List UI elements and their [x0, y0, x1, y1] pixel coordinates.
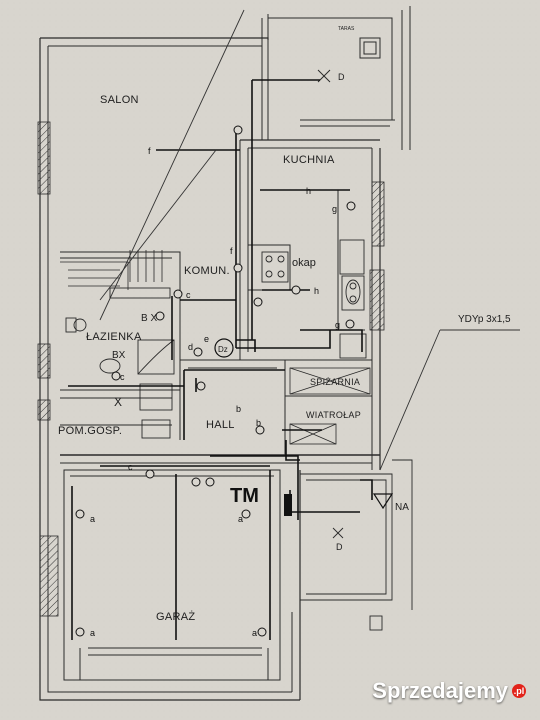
bx-label: BX [112, 350, 126, 361]
b-x-label: B X [141, 313, 157, 324]
room-lazienka: ŁAZIENKA [86, 331, 142, 343]
wire-letter-c: c [186, 290, 191, 300]
room-salon: SALON [100, 94, 139, 106]
windows [37, 121, 385, 617]
na-label: NA [395, 502, 409, 513]
door-mark-bottom: D [336, 542, 343, 552]
cable-label: YDYp 3x1,5 [458, 314, 511, 325]
interior-walls [60, 140, 372, 455]
watermark-suffix: .pl [512, 684, 526, 698]
terrace-label: TARAS [338, 26, 355, 32]
wire-letter-h: h [314, 286, 319, 296]
wire-letter-b: b [236, 404, 241, 414]
room-kuchnia: KUCHNIA [283, 154, 335, 166]
garage [63, 469, 281, 681]
wire-letter-d: d [188, 342, 193, 352]
tm-label: TM [230, 485, 259, 507]
watermark-text: Sprzedajemy [372, 678, 508, 703]
outlets [75, 125, 356, 637]
room-hall: HALL [206, 419, 235, 431]
na-triangle-icon [372, 493, 394, 510]
entrance-steps [300, 459, 413, 631]
bathroom-fixtures [65, 287, 175, 439]
wire-letter-f: f [230, 246, 233, 256]
pantry-shelves [289, 367, 371, 445]
leader-lines [99, 9, 520, 471]
wire-letter-f: f [148, 146, 151, 156]
room-spizarnia: SPIŻARNIA [310, 377, 360, 387]
wire-letter-g: g [335, 320, 340, 330]
wire-letter-e: e [204, 334, 209, 344]
meter-box-icon [284, 494, 292, 516]
wire-letter-a: a [90, 514, 95, 524]
x-mark-pom: X [114, 395, 122, 409]
room-komun: KOMUN. [184, 265, 230, 277]
distribution-box-icon [214, 338, 234, 358]
room-pom-gosp: POM.GOSP. [58, 425, 122, 437]
kitchen-fixtures [261, 239, 367, 359]
wire-letter-g: g [332, 204, 337, 214]
wire-letter-a: a [252, 628, 257, 638]
door-mark-top: D [338, 72, 345, 82]
wire-letter-c: c [120, 372, 125, 382]
wire-letter-b: b [256, 418, 261, 428]
watermark-logo: Sprzedajemy .pl [372, 678, 526, 704]
dz-label: Dz [218, 345, 228, 354]
room-wiatrolap: WIATROŁAP [306, 410, 361, 420]
room-garaz: GARAŻ [156, 610, 195, 623]
wire-letter-c: c [128, 462, 133, 472]
wire-letter-a: a [238, 514, 243, 524]
okap-label: okap [292, 257, 316, 269]
wire-letter-h: h [306, 186, 311, 196]
wire-letter-a: a [90, 628, 95, 638]
